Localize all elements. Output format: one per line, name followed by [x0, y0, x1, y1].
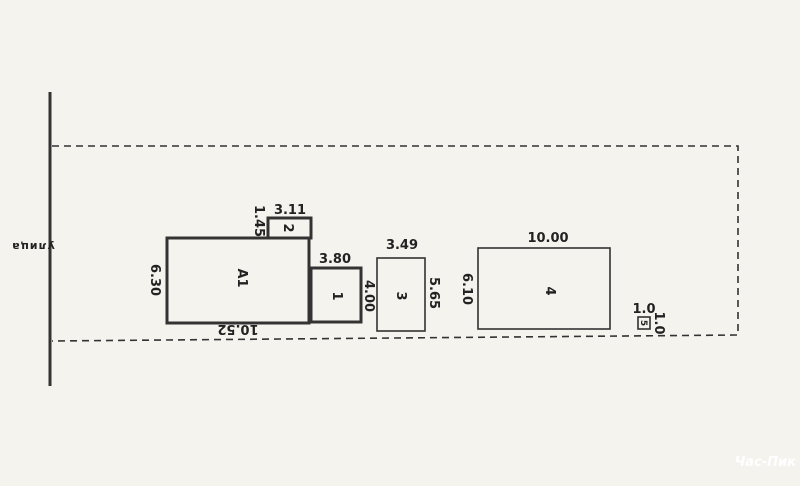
building-4-width: 10.00 — [527, 231, 568, 246]
building-2-depth: 1.45 — [251, 205, 266, 237]
building-a1-label: А1 — [234, 268, 249, 287]
building-3-label: 3 — [393, 291, 408, 300]
watermark: Час-Пик — [735, 455, 797, 470]
building-4 — [477, 247, 611, 330]
building-a1 — [165, 236, 311, 325]
building-1-label: 1 — [329, 291, 344, 300]
building-a1-depth: 6.30 — [147, 264, 162, 296]
building-1-width: 3.80 — [319, 252, 351, 267]
building-4-depth: 6.10 — [459, 273, 474, 305]
building-1 — [309, 266, 363, 324]
building-1-depth: 4.00 — [361, 280, 376, 312]
building-5-width: 1.0 — [632, 302, 655, 317]
building-5-depth: 1.0 — [651, 311, 666, 334]
building-4-label: 4 — [542, 286, 557, 295]
street-label: улица — [11, 240, 55, 253]
building-5-label: 5 — [638, 320, 648, 326]
building-3-width: 3.49 — [386, 238, 418, 253]
building-3 — [376, 257, 426, 332]
building-3-depth: 5.65 — [426, 277, 441, 309]
building-a1-width: 10.52 — [217, 321, 258, 336]
lot-boundary — [51, 145, 739, 342]
building-2 — [266, 216, 313, 240]
building-5 — [637, 316, 651, 330]
building-2-width: 3.11 — [274, 203, 306, 218]
building-2-label: 2 — [280, 223, 295, 232]
